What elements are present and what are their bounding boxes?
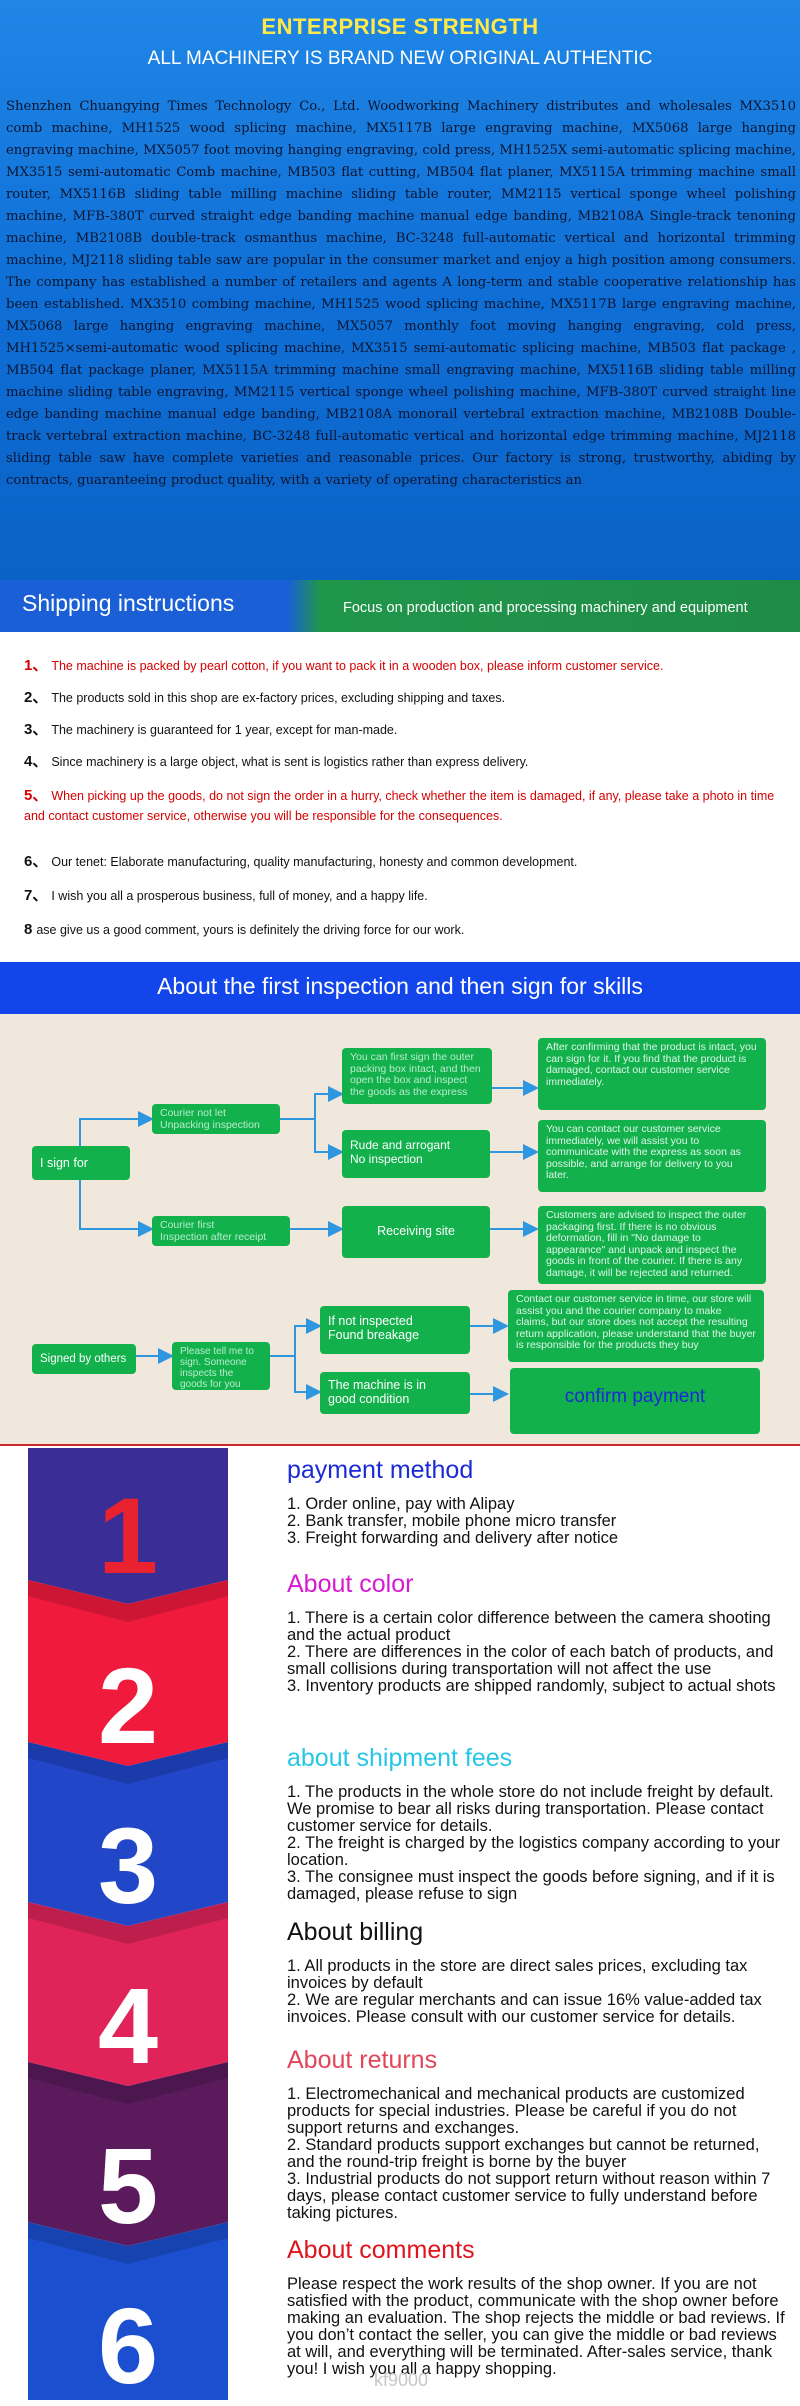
signed-by-others-box: Signed by others bbox=[32, 1344, 136, 1374]
shipping-focus-text: Focus on production and processing machi… bbox=[343, 600, 748, 616]
courier-first-box: Courier first Inspection after receipt bbox=[152, 1216, 290, 1246]
numbered-ribbon bbox=[28, 1448, 228, 2400]
ribbon-segment bbox=[28, 1902, 228, 2086]
ribbon-segment bbox=[28, 1580, 228, 1766]
i-sign-for-box: I sign for bbox=[32, 1146, 130, 1180]
ribbon-segment bbox=[28, 2222, 228, 2400]
ribbon-segment bbox=[28, 2062, 228, 2246]
courier-not-let-box: Courier not let Unpacking inspection bbox=[152, 1104, 280, 1134]
shipping-item: 6、Our tenet: Elaborate manufacturing, qu… bbox=[24, 853, 578, 870]
ribbon-number: 1 bbox=[97, 1475, 159, 1596]
info-text: 1. There is a certain color difference b… bbox=[287, 1609, 776, 1695]
receiving-site-box: Receiving site bbox=[342, 1206, 490, 1258]
flow-arrows bbox=[79, 1080, 539, 1402]
arrow bbox=[270, 1355, 322, 1400]
shipping-banner bbox=[0, 580, 800, 632]
after-confirming-box: After confirming that the product is int… bbox=[538, 1038, 766, 1110]
ribbon-number: 5 bbox=[97, 2125, 159, 2246]
arrow bbox=[280, 1118, 344, 1160]
arrow bbox=[79, 1111, 154, 1146]
inspection-banner bbox=[0, 962, 800, 1014]
shipping-item: 5、When picking up the goods, do not sign… bbox=[24, 787, 775, 823]
info-heading: About color bbox=[287, 1570, 414, 1598]
contact-online-box: Contact our customer service in time, ou… bbox=[508, 1290, 764, 1362]
customers-advised-box: Customers are advised to inspect the out… bbox=[538, 1206, 766, 1284]
watermark: kf9000 bbox=[373, 2370, 429, 2390]
rude-box: Rude and arrogant No inspection bbox=[342, 1130, 490, 1178]
shipping-item: 4、Since machinery is a large object, wha… bbox=[24, 753, 529, 770]
arrow bbox=[270, 1318, 322, 1357]
info-heading: About billing bbox=[287, 1918, 424, 1946]
please-tell-box: Please tell me to sign. Someone inspects… bbox=[172, 1342, 270, 1390]
enterprise-subtitle: ALL MACHINERY IS BRAND NEW ORIGINAL AUTH… bbox=[147, 48, 653, 69]
info-text: 1. The products in the whole store do no… bbox=[287, 1783, 781, 1903]
shipping-title: Shipping instructions bbox=[22, 590, 235, 616]
enterprise-title: ENTERPRISE STRENGTH bbox=[261, 14, 539, 39]
info-text: Please respect the work results of the s… bbox=[287, 2275, 785, 2378]
inspection-title: About the first inspection and then sign… bbox=[157, 973, 643, 999]
info-text: 1. Order online, pay with Alipay 2. Bank… bbox=[287, 1495, 619, 1547]
contact-service-box: You can contact our customer service imm… bbox=[538, 1120, 766, 1192]
ribbon-number: 3 bbox=[97, 1805, 159, 1926]
good-condition-box: The machine is in good condition bbox=[320, 1372, 470, 1414]
section-divider bbox=[0, 1444, 800, 1446]
ribbon-segment bbox=[28, 1448, 228, 1604]
not-inspected-box: If not inspected Found breakage bbox=[320, 1306, 470, 1354]
enterprise-section bbox=[0, 0, 800, 580]
ribbon-number: 2 bbox=[97, 1645, 159, 1766]
arrow bbox=[280, 1086, 344, 1120]
info-text: 1. Electromechanical and mechanical prod… bbox=[287, 2085, 771, 2222]
info-heading: About comments bbox=[287, 2236, 475, 2264]
arrow bbox=[79, 1180, 154, 1237]
shipping-item: 1、The machine is packed by pearl cotton,… bbox=[24, 657, 664, 674]
enterprise-description: Shenzhen Chuangying Times Technology Co.… bbox=[6, 99, 796, 488]
info-heading: payment method bbox=[287, 1456, 474, 1484]
confirm-payment-box: confirm payment bbox=[510, 1368, 760, 1434]
ribbon-number: 4 bbox=[97, 1965, 159, 2086]
shipping-item: 3、The machinery is guaranteed for 1 year… bbox=[24, 721, 398, 738]
info-heading: about shipment fees bbox=[287, 1744, 513, 1772]
info-text: 1. All products in the store are direct … bbox=[287, 1957, 762, 2026]
sign-outer-box: You can first sign the outer packing box… bbox=[342, 1048, 492, 1104]
shipping-item: 7、I wish you all a prosperous business, … bbox=[24, 887, 428, 904]
ribbon-segment bbox=[28, 1742, 228, 1926]
info-heading: About returns bbox=[287, 2046, 438, 2074]
ribbon-number: 6 bbox=[97, 2285, 159, 2406]
shipping-item: 2、The products sold in this shop are ex-… bbox=[24, 689, 506, 706]
